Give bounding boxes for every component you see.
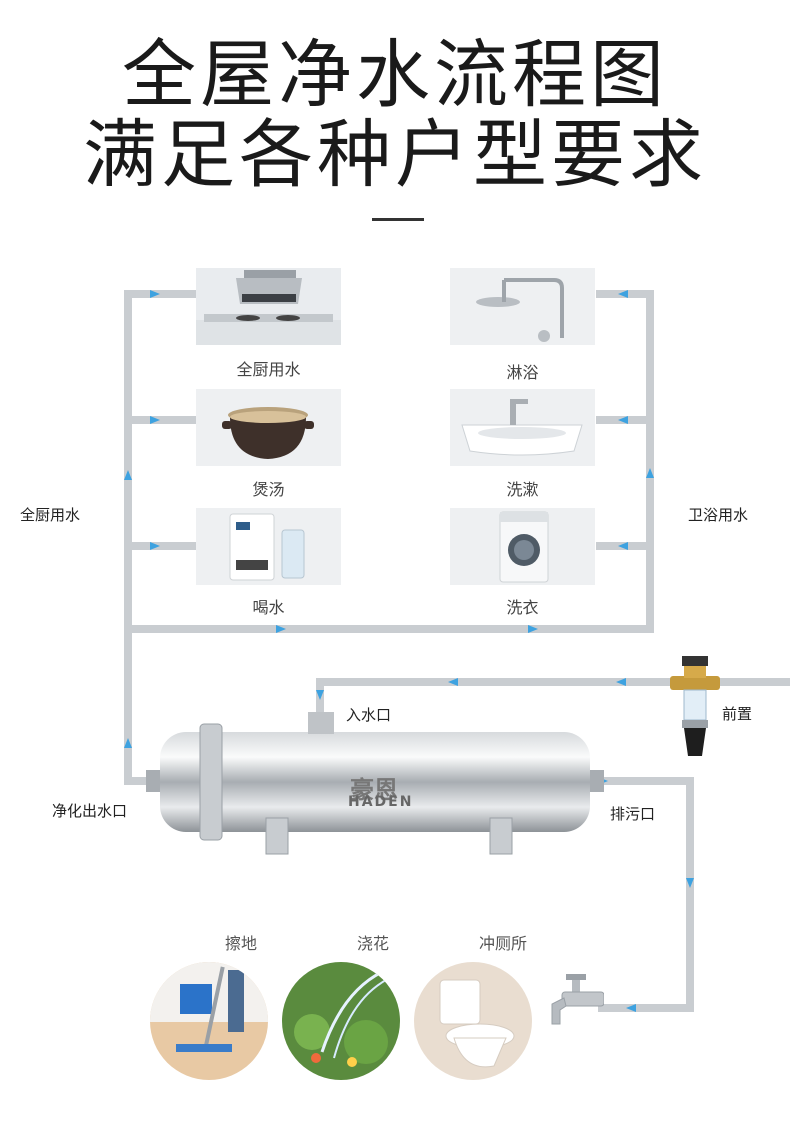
flow-arrow-icon [150,290,160,298]
mop-floor-icon [150,962,268,1080]
card-soup [196,389,341,466]
pipe-drain-down [686,777,694,1012]
flow-arrow-icon [124,738,132,748]
flow-arrow-icon [276,625,286,633]
flow-arrow-icon [618,290,628,298]
label-mop: 擦地 [224,934,257,953]
label-inlet: 入水口 [346,706,392,724]
flow-arrow-icon [686,878,694,888]
label-wash: 洗漱 [506,480,539,499]
label-drink: 喝水 [252,598,285,617]
label-soup: 煲汤 [252,480,285,499]
card-laundry [450,508,595,585]
kitchen-range-hood-icon [196,268,341,345]
prefilter-icon [670,656,720,756]
watering-flowers-icon [282,962,400,1080]
label-drain: 排污口 [610,805,656,823]
flow-arrow-icon [124,470,132,480]
flow-arrow-icon [448,678,458,686]
pipe-left-branch-2 [124,416,196,424]
label-laundry: 洗衣 [506,598,539,617]
flow-arrow-icon [646,468,654,478]
wash-basin-icon [450,389,595,466]
purifier-brand-cn: 豪恩 [350,775,398,804]
page-title-line2: 满足各种户型要求 [83,112,707,198]
washing-machine-icon [450,508,595,585]
pipe-drain-to-tap [598,1004,694,1012]
label-shower: 淋浴 [506,363,539,382]
flow-arrow-icon [316,690,324,700]
water-dispenser-icon [196,508,341,585]
side-label-kitchen: 全厨用水 [20,506,81,524]
purifier-brand-en: HADEN [348,794,414,810]
flow-arrow-icon [616,678,626,686]
flow-arrow-icon [626,1004,636,1012]
page-title-line1: 全屋净水流程图 [122,32,668,118]
pipe-cross-connect [124,625,654,633]
card-shower [450,268,595,345]
flow-arrow-icon [618,542,628,550]
flow-arrow-icon [528,625,538,633]
label-toilet: 冲厕所 [478,934,527,953]
flow-arrow-icon [150,542,160,550]
label-outlet: 净化出水口 [52,802,128,820]
side-label-bath: 卫浴用水 [688,506,749,524]
card-drink [196,508,341,585]
pipe-inlet-line [316,678,790,686]
soup-pot-icon [196,389,341,466]
card-kitchen [196,268,341,345]
pipe-left-trunk [124,290,132,785]
label-prefilter: 前置 [722,705,753,723]
pipe-drain-out [596,777,694,785]
toilet-icon [414,962,532,1080]
label-kitchen: 全厨用水 [236,360,301,379]
flow-arrow-icon [618,416,628,424]
shower-head-icon [450,268,595,345]
title-divider [372,218,424,221]
pipe-right-trunk [646,290,654,633]
pipe-outlet-connector [124,777,154,785]
flow-arrow-icon [150,416,160,424]
faucet-icon [551,974,604,1025]
label-flowers: 浇花 [356,934,389,953]
pipe-left-branch-1 [124,290,196,298]
pipe-left-branch-3 [124,542,196,550]
card-wash [450,389,595,466]
purifier-tank [146,712,604,855]
